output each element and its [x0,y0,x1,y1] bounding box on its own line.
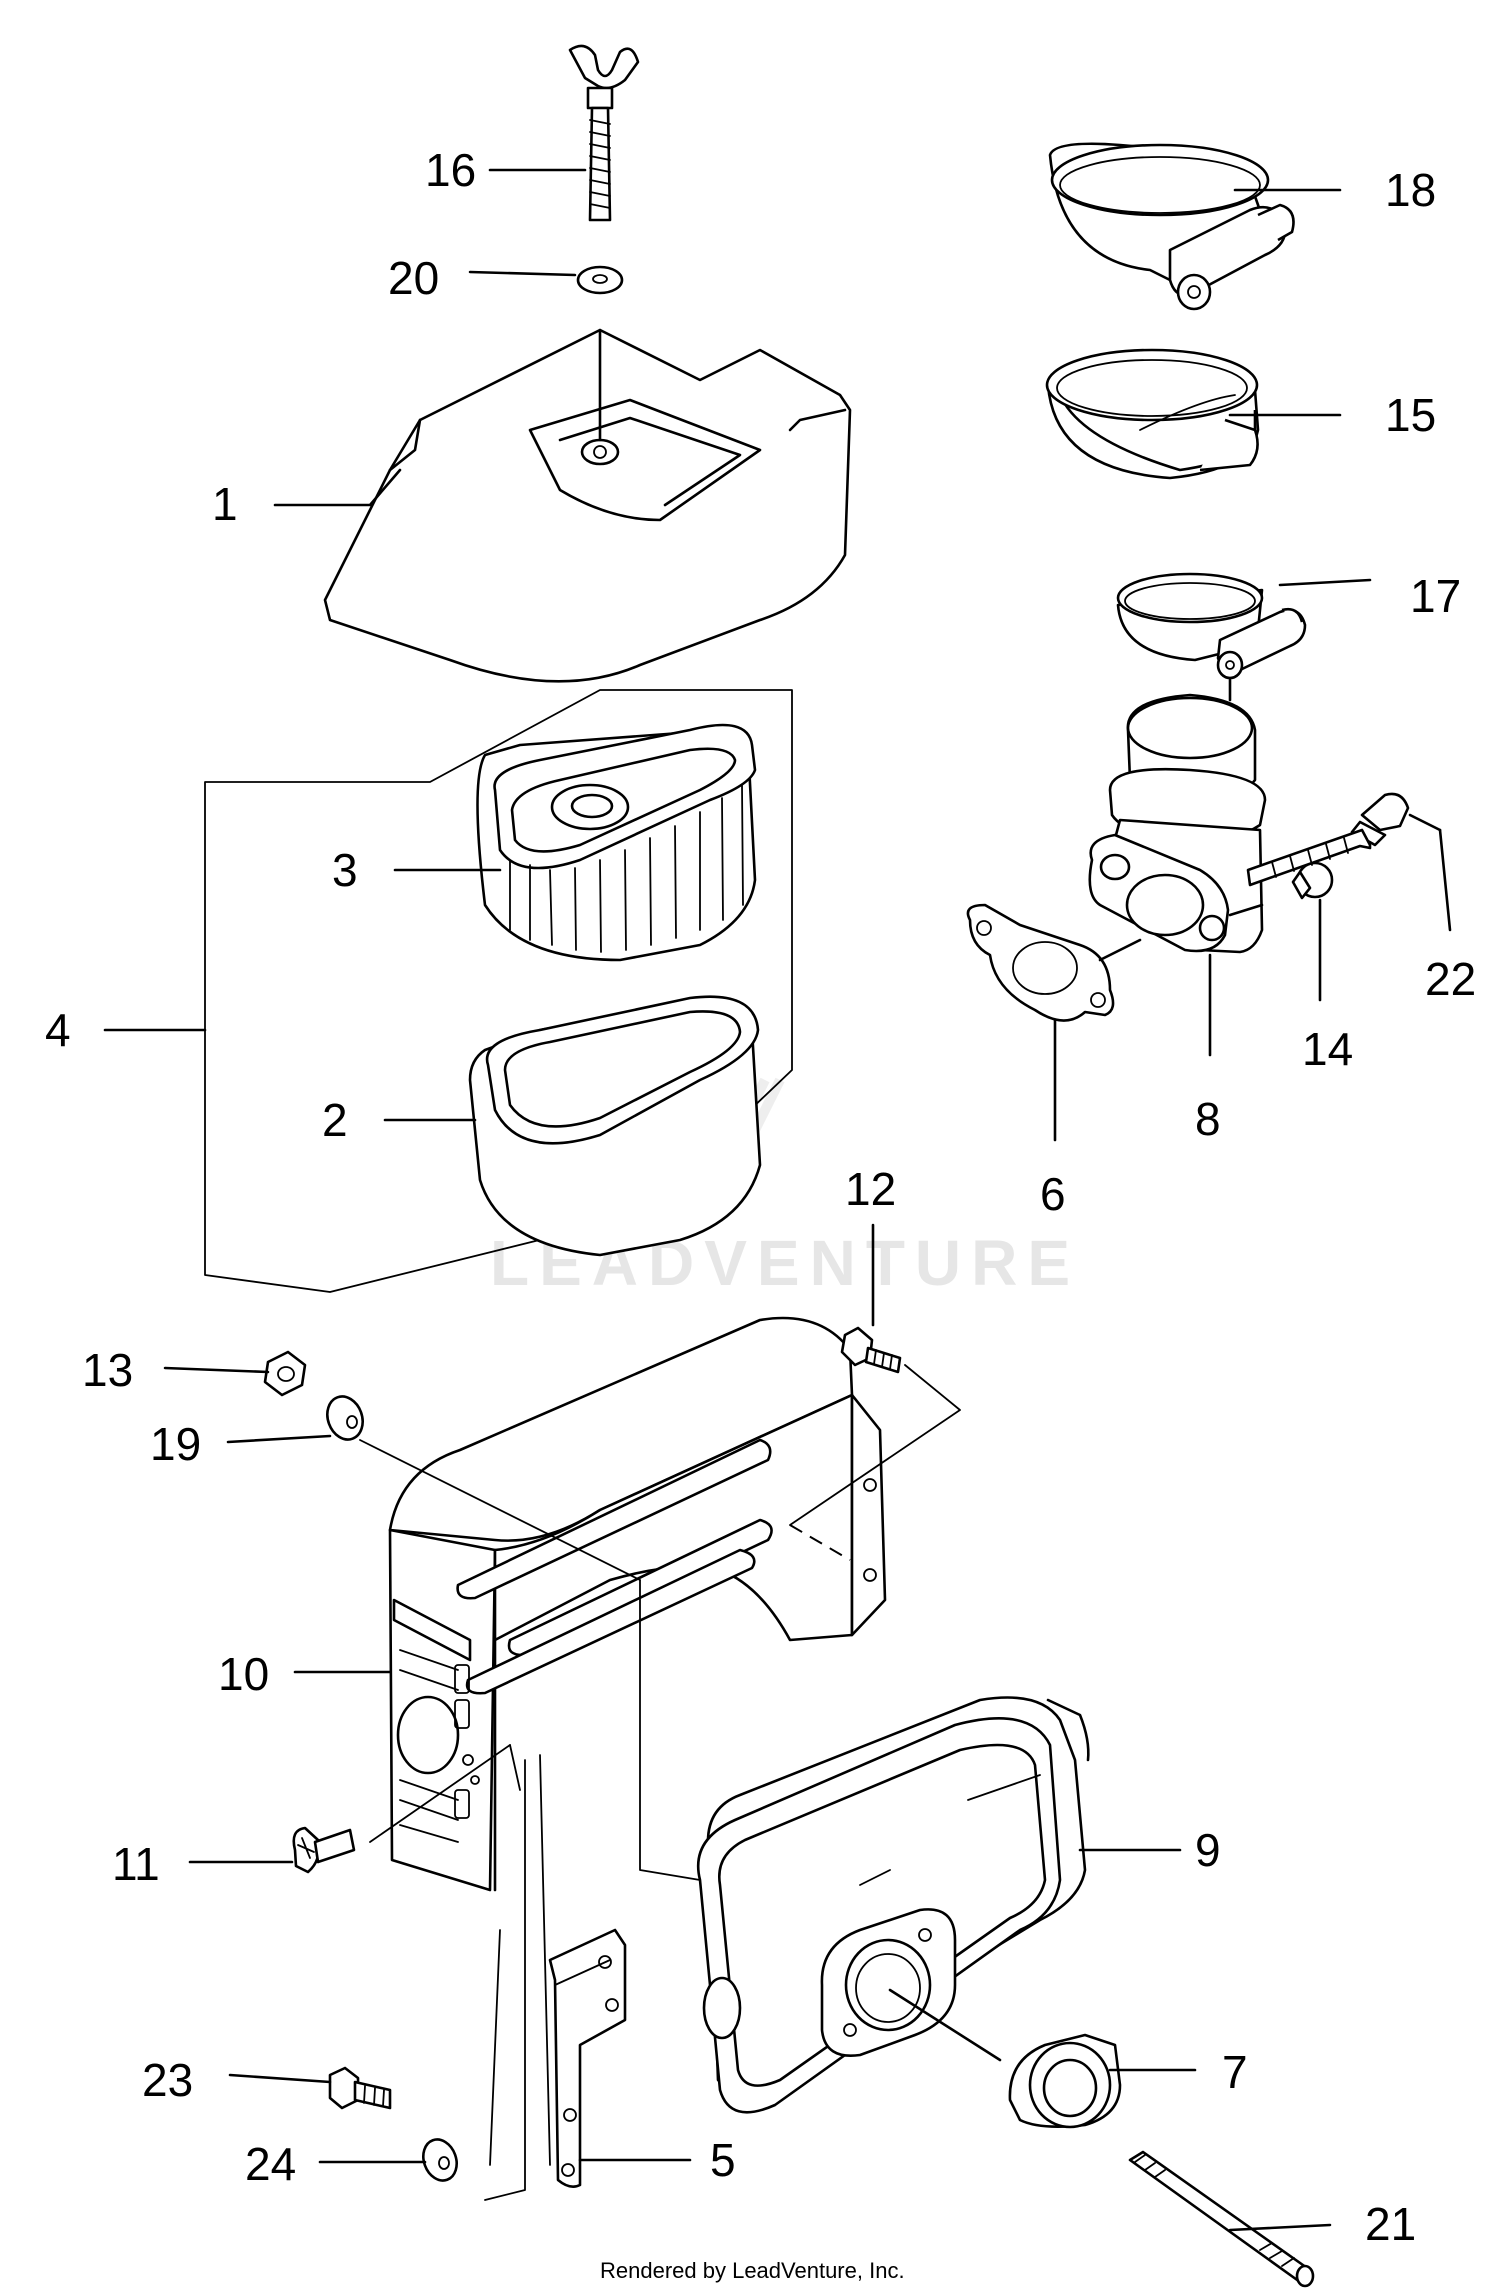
flange-nut [263,1350,307,1397]
leader-lines-guard [359,1364,961,2201]
callout-14: 14 [1302,1023,1353,1075]
callout-22: 22 [1425,953,1476,1005]
foam-pre-cleaner [468,995,762,1257]
callout-7: 7 [1222,2046,1248,2098]
elbow-gasket [966,903,1115,1022]
elbow-bolt-long [1246,792,1410,887]
callout-15: 15 [1385,389,1436,441]
air-cleaner-cover [323,328,852,683]
paper-filter-element [476,723,757,962]
callout-1: 1 [212,478,238,530]
air-hose [1045,348,1260,480]
muffler-stud [1128,2150,1315,2288]
callout-16: 16 [425,144,476,196]
callout-17: 17 [1410,570,1461,622]
callout-12: 12 [845,1163,896,1215]
callout-18: 18 [1385,164,1436,216]
wing-bolt [568,44,640,222]
render-credit: Rendered by LeadVenture, Inc. [600,2258,905,2283]
lock-washer [326,1395,364,1441]
muffler-bracket [548,1928,627,2188]
leader-muffler-outlet [888,1988,1002,2062]
muffler [696,1696,1090,2114]
leader-lines-elbow [1053,813,1452,1142]
callout-2: 2 [322,1094,348,1146]
callout-8: 8 [1195,1093,1221,1145]
callout-20: 20 [388,252,439,304]
hose-clamp-small [1116,572,1307,680]
callout-10: 10 [218,1648,269,1700]
callout-5: 5 [710,2134,736,2186]
washer-top [576,265,624,295]
vacuum-plug [1291,861,1334,900]
bracket-washer [422,2138,458,2182]
callouts: 16 20 1 3 4 2 18 15 17 22 14 8 6 12 13 1… [45,144,1476,2250]
exhaust-deflector [1008,2033,1122,2129]
muffler-guard [388,1316,887,1892]
callout-24: 24 [245,2138,296,2190]
callout-23: 23 [142,2054,193,2106]
callout-9: 9 [1195,1824,1221,1876]
callout-6: 6 [1040,1168,1066,1220]
bracket-bolt [328,2066,392,2110]
callout-13: 13 [82,1344,133,1396]
guard-screw [292,1826,356,1874]
callout-4: 4 [45,1004,71,1056]
callout-3: 3 [332,844,358,896]
callout-19: 19 [150,1418,201,1470]
callout-21: 21 [1365,2198,1416,2250]
guard-bolt [840,1326,902,1374]
hose-clamp-large [1048,142,1295,311]
air-intake-elbow [1088,693,1267,954]
callout-11: 11 [112,1838,160,1890]
kit-bracket [204,689,793,1293]
